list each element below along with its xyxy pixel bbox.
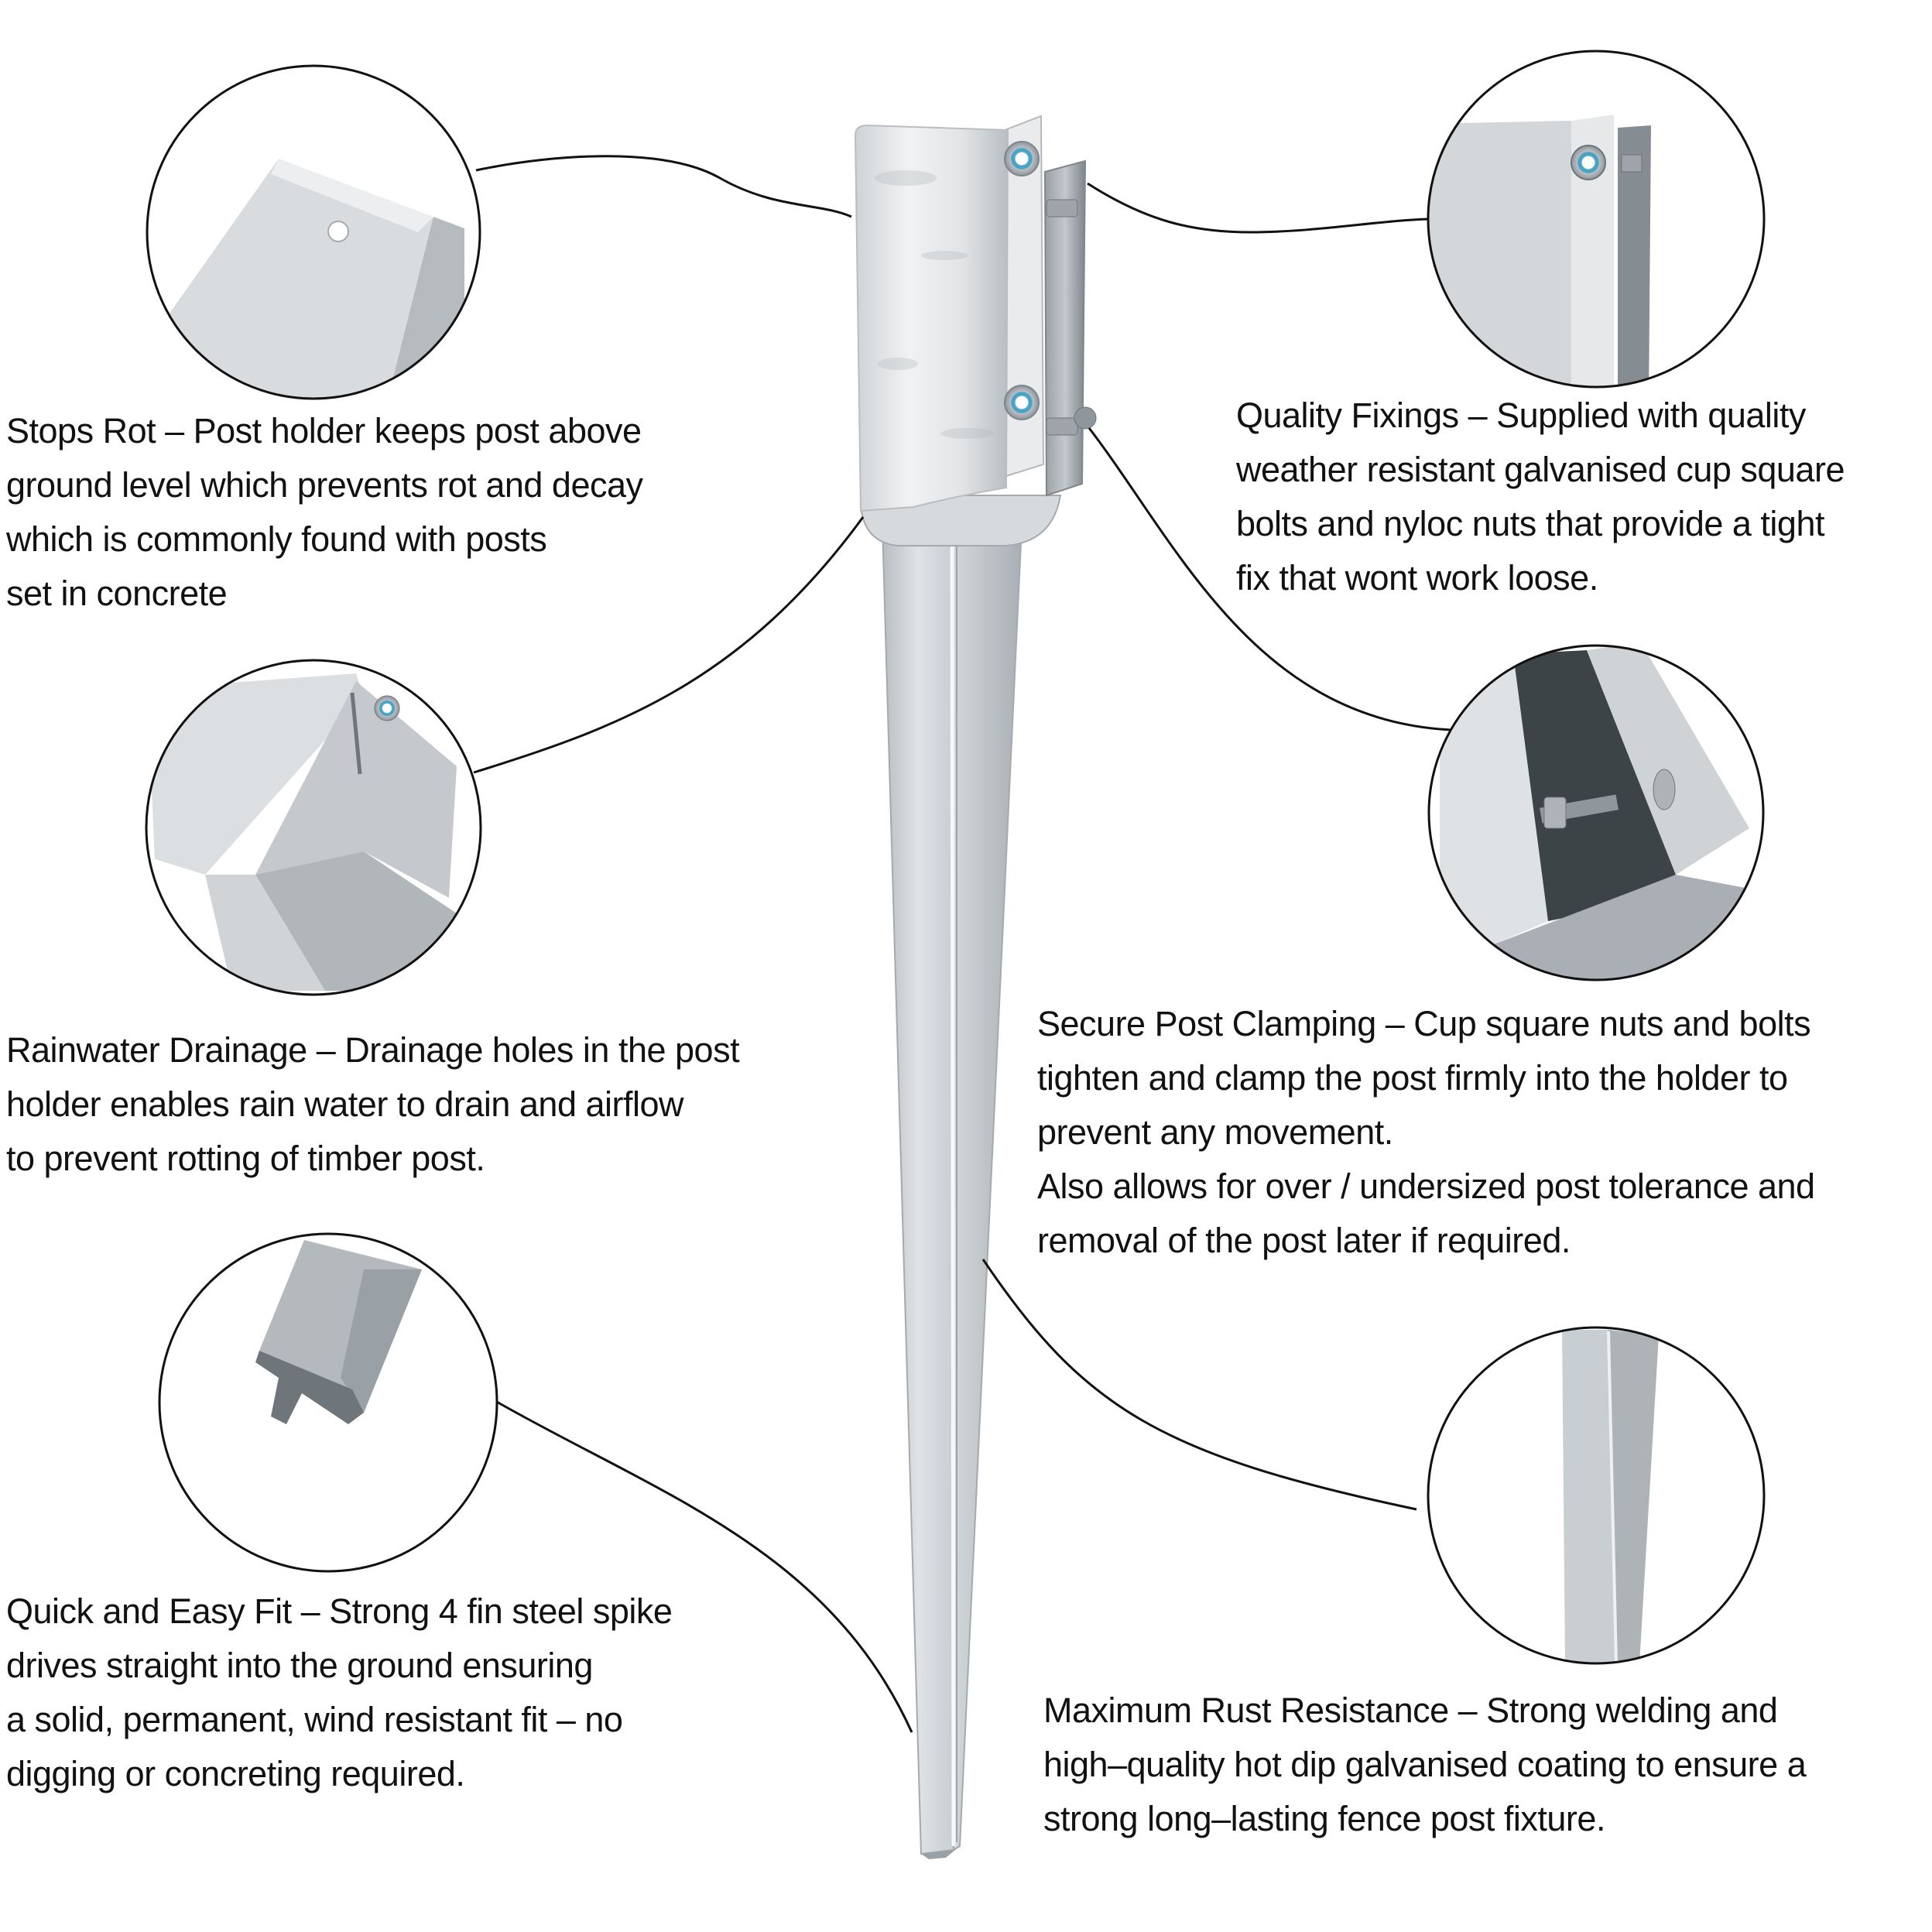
detail-circle-rust-resistance [1427, 1326, 1766, 1665]
detail-circle-stops-rot [146, 64, 481, 400]
caption-line: Stops Rot – Post holder keeps post above [6, 411, 642, 450]
connector-lines [473, 155, 1452, 1733]
caption-line: digging or concreting required. [6, 1754, 465, 1793]
caption-line: to prevent rotting of timber post. [6, 1139, 485, 1178]
caption-line: prevent any movement. [1037, 1112, 1393, 1152]
connector-secure-clamping [1088, 427, 1452, 731]
caption-stops-rot: Stops Rot – Post holder keeps post above… [6, 404, 643, 621]
caption-line: drives straight into the ground ensuring [6, 1646, 593, 1685]
connector-rust-resistance [981, 1259, 1417, 1511]
detail-circle-rainwater-drainage [145, 659, 482, 996]
caption-line: Maximum Rust Resistance – Strong welding… [1043, 1690, 1778, 1730]
caption-line: strong long–lasting fence post fixture. [1043, 1799, 1605, 1838]
caption-secure-clamping: Secure Post Clamping – Cup square nuts a… [1037, 997, 1815, 1268]
caption-line: Secure Post Clamping – Cup square nuts a… [1037, 1004, 1811, 1043]
caption-line: bolts and nyloc nuts that provide a tigh… [1236, 504, 1824, 543]
connector-quality-fixings [1087, 182, 1429, 234]
fence-post-spike-illustration [854, 115, 1097, 1859]
caption-line: high–quality hot dip galvanised coating … [1043, 1745, 1807, 1784]
caption-line: ground level which prevents rot and deca… [6, 465, 643, 505]
caption-quick-fit: Quick and Easy Fit – Strong 4 fin steel … [6, 1584, 673, 1801]
caption-line: set in concrete [6, 574, 228, 613]
caption-rust-resistance: Maximum Rust Resistance – Strong welding… [1043, 1684, 1807, 1846]
caption-line: tighten and clamp the post firmly into t… [1037, 1058, 1788, 1098]
caption-line: Rainwater Drainage – Drainage holes in t… [6, 1030, 740, 1070]
caption-line: Quality Fixings – Supplied with quality [1236, 396, 1806, 435]
connector-stops-rot [475, 155, 852, 218]
connector-quick-fit [495, 1399, 913, 1733]
caption-line: Quick and Easy Fit – Strong 4 fin steel … [6, 1591, 673, 1631]
caption-line: weather resistant galvanised cup square [1236, 450, 1845, 489]
caption-line: holder enables rain water to drain and a… [6, 1084, 684, 1124]
caption-line: fix that wont work loose. [1236, 558, 1598, 598]
connector-rainwater-drainage [473, 516, 865, 774]
caption-line: a solid, permanent, wind resistant fit –… [6, 1700, 623, 1739]
caption-line: removal of the post later if required. [1037, 1221, 1571, 1260]
caption-line: Also allows for over / undersized post t… [1037, 1166, 1815, 1206]
detail-circle-quality-fixings [1427, 50, 1766, 389]
caption-line: which is commonly found with posts [6, 519, 547, 559]
detail-circle-secure-clamping [1427, 644, 1765, 981]
caption-quality-fixings: Quality Fixings – Supplied with quality … [1236, 389, 1845, 605]
caption-rainwater-drainage: Rainwater Drainage – Drainage holes in t… [6, 1023, 740, 1186]
detail-circle-quick-fit [158, 1232, 498, 1573]
